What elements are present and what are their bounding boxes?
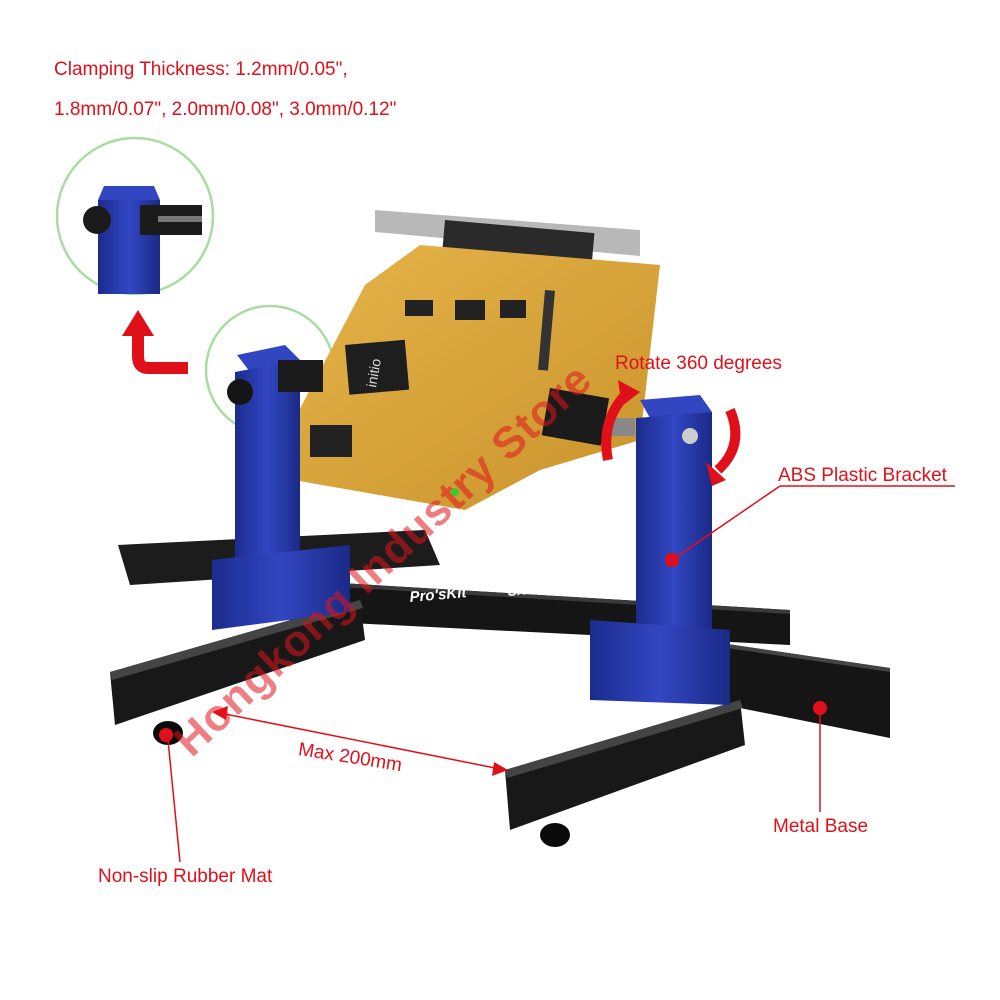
- clamping-thickness-line2: 1.8mm/0.07", 2.0mm/0.08", 3.0mm/0.12": [54, 99, 397, 120]
- model-label: SN-390: [507, 579, 556, 599]
- left-bracket: [212, 345, 350, 630]
- abs-bracket-label: ABS Plastic Bracket: [778, 465, 947, 486]
- mat-marker-dot: [159, 728, 173, 742]
- rotate-label: Rotate 360 degrees: [615, 353, 782, 374]
- rubber-mat-label: Non-slip Rubber Mat: [98, 866, 273, 887]
- pcb-card: initio: [265, 210, 660, 510]
- clamping-thickness-line1: Clamping Thickness: 1.2mm/0.05",: [54, 59, 348, 80]
- callout-arrow-head: [122, 310, 154, 336]
- rotate-arrow-right: [714, 408, 741, 474]
- max-width-arrow: [214, 711, 506, 771]
- abs-marker-dot: [665, 553, 679, 567]
- right-bracket: [541, 388, 730, 705]
- zoomed-clamp-detail: [83, 186, 202, 294]
- rotate-arrow-right-head: [706, 462, 726, 486]
- max-arrow-head-right: [492, 762, 508, 776]
- max-arrow-head-left: [212, 706, 228, 720]
- mat-leader-line: [167, 739, 181, 863]
- brand-label: Pro'sKit: [409, 584, 468, 606]
- metal-marker-dot: [813, 701, 827, 715]
- callout-arrow: [132, 332, 188, 374]
- abs-leader-line: [671, 485, 781, 561]
- metal-base-label: Metal Base: [773, 816, 869, 837]
- rotate-arrow-left-head: [618, 380, 640, 406]
- rubber-foot: [540, 823, 570, 847]
- chip-text: initio: [363, 357, 384, 388]
